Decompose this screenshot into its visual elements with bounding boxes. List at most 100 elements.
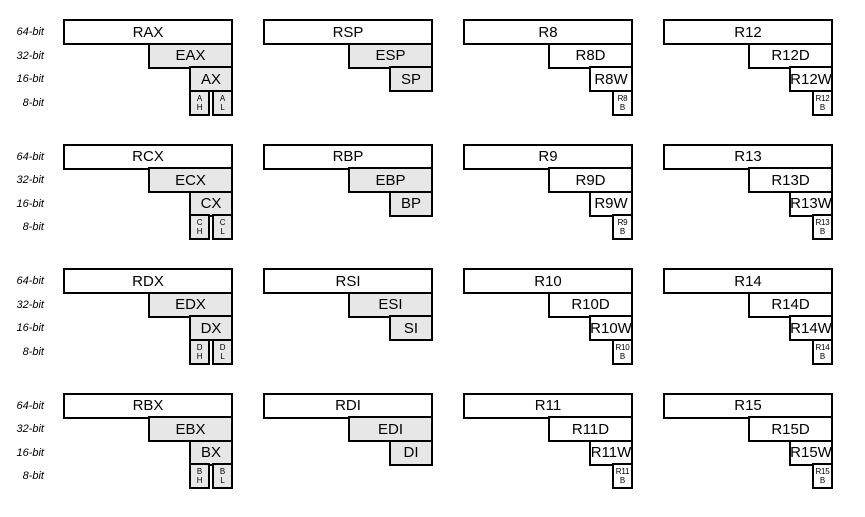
box-r12: R12 bbox=[663, 19, 833, 45]
bit-label-32: 32-bit bbox=[16, 298, 44, 311]
bit-scale-labels: 64-bit 32-bit 16-bit 8-bit bbox=[0, 268, 63, 365]
box-rdi: RDI bbox=[263, 392, 433, 419]
register-name-64: R10 bbox=[534, 272, 562, 290]
byte-name-top: R13 bbox=[815, 218, 830, 227]
box-esi: ESI bbox=[348, 291, 433, 318]
box-eax: EAX bbox=[148, 42, 233, 69]
register-name-32: R8D bbox=[575, 47, 606, 64]
byte-name-bottom: L bbox=[220, 227, 225, 236]
bit-label-8: 8-bit bbox=[22, 470, 44, 482]
register-name-64: R9 bbox=[538, 148, 558, 165]
byte-name-top: R14 bbox=[815, 342, 830, 352]
register-group-rsi: RSI ESI SI bbox=[263, 268, 433, 365]
register-name-64: R14 bbox=[734, 272, 762, 290]
box-r14w: R14W bbox=[789, 315, 833, 341]
byte-name-bottom: B bbox=[819, 351, 826, 361]
box-rbx: RBX bbox=[63, 392, 233, 419]
register-group-rbp: RBP EBP BP bbox=[263, 143, 433, 241]
register-name-64: R8 bbox=[538, 23, 558, 41]
byte-name-bottom: H bbox=[196, 102, 203, 112]
register-name-32: R12D bbox=[771, 47, 810, 64]
register-name-32: R11D bbox=[571, 420, 610, 438]
register-name-32: EBP bbox=[375, 171, 406, 189]
register-group-rsp: RSP ESP SP bbox=[263, 19, 433, 116]
byte-name-bottom: B bbox=[819, 227, 826, 236]
register-name-32: EBX bbox=[175, 420, 206, 438]
byte-name-bottom: B bbox=[819, 102, 826, 112]
box-sp: SP bbox=[389, 66, 433, 92]
box-r8d: R8D bbox=[548, 42, 633, 69]
register-name-64: RBP bbox=[332, 148, 364, 165]
register-name-32: EDI bbox=[377, 420, 403, 438]
box-r9: R9 bbox=[463, 143, 633, 170]
register-name-64: R13 bbox=[734, 148, 762, 165]
byte-name-top: B bbox=[196, 467, 203, 476]
box-ecx: ECX bbox=[148, 167, 233, 193]
register-name-32: R13D bbox=[771, 171, 810, 189]
box-r13: R13 bbox=[663, 143, 833, 170]
byte-name-top: R15 bbox=[815, 467, 830, 476]
bit-label-16: 16-bit bbox=[16, 197, 44, 210]
bit-label-64: 64-bit bbox=[16, 399, 44, 412]
register-name-16: R14W bbox=[790, 319, 832, 337]
byte-name-top: R12 bbox=[815, 93, 830, 103]
box-ebx: EBX bbox=[148, 416, 233, 442]
register-name-32: R9D bbox=[575, 171, 606, 189]
register-name-64: RAX bbox=[132, 23, 164, 41]
register-name-64: RDI bbox=[335, 397, 361, 414]
register-name-16: R12W bbox=[790, 70, 832, 88]
bit-label-8: 8-bit bbox=[22, 221, 44, 233]
register-name-16: R9W bbox=[594, 195, 628, 212]
box-r13w: R13W bbox=[789, 190, 833, 217]
byte-name-top: R9 bbox=[617, 218, 628, 227]
byte-name-bottom: L bbox=[220, 476, 225, 485]
register-name-64: RDX bbox=[132, 272, 164, 290]
box-r13d: R13D bbox=[748, 167, 833, 193]
register-name-64: R11 bbox=[534, 397, 562, 414]
bit-label-64: 64-bit bbox=[16, 26, 44, 38]
register-name-16: SI bbox=[403, 319, 419, 337]
bit-label-16: 16-bit bbox=[16, 446, 44, 459]
register-name-16: CX bbox=[200, 195, 222, 212]
box-rsi: RSI bbox=[263, 268, 433, 294]
bit-label-32: 32-bit bbox=[16, 174, 44, 186]
register-name-16: DI bbox=[403, 444, 419, 461]
box-edx: EDX bbox=[148, 291, 233, 318]
register-group-rdi: RDI EDI DI bbox=[263, 392, 433, 490]
byte-name-bottom: B bbox=[619, 476, 626, 485]
box-r12d: R12D bbox=[748, 42, 833, 69]
register-name-32: EDX bbox=[175, 296, 206, 313]
box-cx: CX bbox=[189, 190, 233, 217]
byte-name-top: A bbox=[219, 93, 226, 103]
register-name-16: R13W bbox=[790, 195, 832, 212]
bit-label-16: 16-bit bbox=[16, 73, 44, 85]
byte-name-bottom: L bbox=[220, 102, 225, 112]
register-name-32: R14D bbox=[771, 296, 810, 313]
byte-name-top: B bbox=[219, 467, 226, 476]
box-r8: R8 bbox=[463, 19, 633, 45]
register-name-64: RSI bbox=[335, 272, 361, 290]
register-name-16: BX bbox=[200, 444, 221, 461]
register-name-16: R15W bbox=[790, 444, 832, 461]
bit-label-16: 16-bit bbox=[16, 322, 44, 334]
byte-name-bottom: B bbox=[619, 102, 626, 112]
